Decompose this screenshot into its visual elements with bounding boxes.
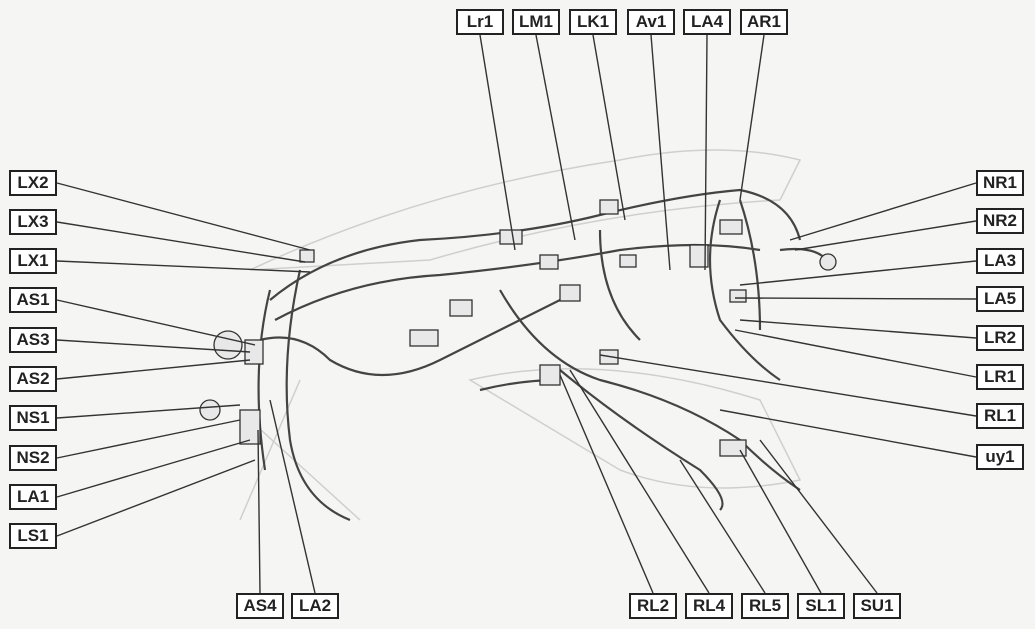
connector-label-la4: LA4	[683, 9, 731, 35]
leader-line	[759, 439, 878, 594]
leader-line	[56, 260, 311, 273]
connector-label-rl1: RL1	[976, 403, 1024, 429]
connector-label-ns2: NS2	[9, 445, 57, 471]
connector-label-nr2: NR2	[976, 208, 1024, 234]
leader-lines	[56, 34, 977, 594]
connector-label-as2: AS2	[9, 366, 57, 392]
connector-label-av1: Av1	[627, 9, 675, 35]
leader-line	[559, 374, 654, 594]
leader-line	[739, 260, 977, 286]
leader-line	[734, 329, 977, 378]
connector-label-rl2: RL2	[629, 593, 677, 619]
leader-line	[56, 182, 311, 251]
connector-label-lr2: LR2	[976, 325, 1024, 351]
connector-label-la1: LA1	[9, 484, 57, 510]
connector-label-lx3: LX3	[9, 209, 57, 235]
leader-line	[739, 34, 765, 201]
leader-line	[56, 439, 251, 498]
connector-label-rl4: RL4	[685, 593, 733, 619]
leader-line	[789, 182, 977, 241]
leader-line	[739, 449, 822, 594]
leader-line	[704, 34, 708, 271]
leader-line	[679, 459, 766, 594]
leader-line	[734, 297, 977, 300]
leader-line	[257, 429, 261, 594]
connector-label-sl1: SL1	[797, 593, 845, 619]
leader-line	[56, 359, 251, 380]
leader-line	[535, 34, 576, 241]
leader-line	[56, 221, 306, 263]
leader-line	[56, 419, 241, 459]
leader-line	[794, 220, 977, 251]
leader-line	[56, 299, 256, 346]
connector-label-lr1: Lr1	[456, 9, 504, 35]
leader-line	[569, 369, 710, 594]
connector-label-la3: LA3	[976, 248, 1024, 274]
connector-label-lk1: LK1	[569, 9, 617, 35]
connector-label-la2: LA2	[291, 593, 339, 619]
leader-line	[56, 404, 241, 419]
connector-label-ns1: NS1	[9, 405, 57, 431]
connector-label-rl5: RL5	[741, 593, 789, 619]
leader-line	[592, 34, 626, 221]
connector-blocks	[199, 199, 837, 457]
connector-label-nr1: NR1	[976, 170, 1024, 196]
connector-label-ar1: AR1	[740, 9, 788, 35]
leader-line	[479, 34, 516, 251]
connector-label-su1: SU1	[853, 593, 901, 619]
connector-label-as1: AS1	[9, 287, 57, 313]
connector-label-as4: AS4	[236, 593, 284, 619]
connector-label-lm1: LM1	[512, 9, 560, 35]
connector-label-ls1: LS1	[9, 523, 57, 549]
connector-label-uy1: uy1	[976, 444, 1024, 470]
connector-label-as3: AS3	[9, 327, 57, 353]
connector-label-lx1: LX1	[9, 248, 57, 274]
dashboard-outline	[239, 149, 802, 521]
leader-line	[56, 459, 256, 537]
leader-line	[719, 409, 977, 458]
connector-label-lx2: LX2	[9, 170, 57, 196]
connector-label-la5: LA5	[976, 286, 1024, 312]
wire-harness	[257, 188, 831, 522]
leader-line	[599, 354, 977, 417]
leader-line	[269, 399, 316, 594]
leader-line	[650, 34, 671, 271]
leader-line	[56, 339, 251, 353]
leader-line	[739, 319, 977, 339]
connector-label-lr1: LR1	[976, 364, 1024, 390]
